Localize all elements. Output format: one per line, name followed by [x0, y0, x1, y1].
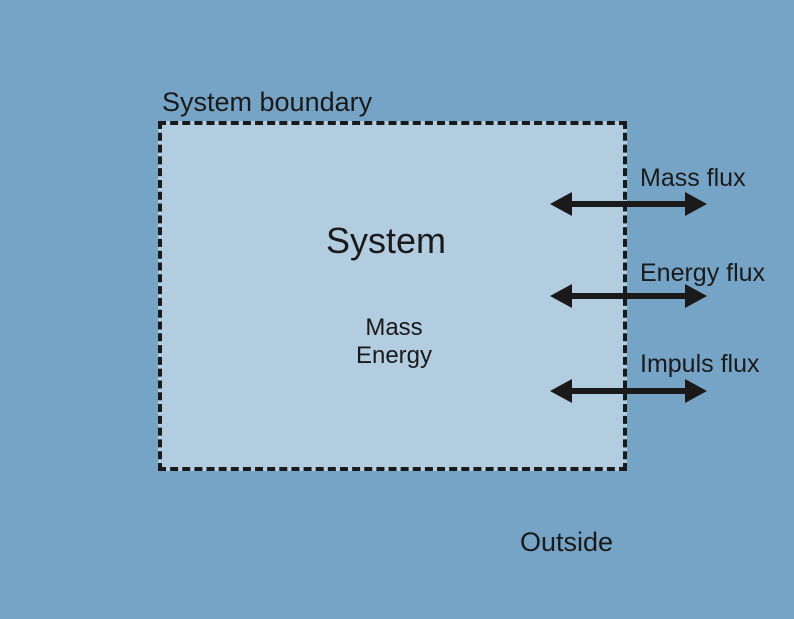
outside-label: Outside	[520, 527, 614, 557]
impuls-flux-arrow	[550, 379, 707, 403]
contents-energy-label: Energy	[355, 342, 433, 369]
system-title: System	[326, 220, 447, 261]
system-boundary-box	[158, 121, 627, 471]
energy-flux-label: Energy flux	[640, 259, 766, 287]
impuls-flux-label: Impuls flux	[640, 350, 760, 378]
energy-flux-arrow	[550, 284, 707, 308]
system-boundary-label: System boundary	[162, 87, 373, 117]
system-contents: Mass Energy	[322, 314, 466, 370]
contents-mass-label: Mass	[365, 314, 423, 341]
mass-flux-label: Mass flux	[640, 164, 746, 192]
mass-flux-arrow	[550, 192, 707, 216]
